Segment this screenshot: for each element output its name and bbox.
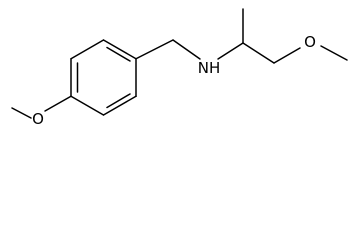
bond-n-to-ch — [217, 42, 244, 60]
ring-bond-4 — [102, 95, 137, 116]
chemical-structure: O NH O — [11, 8, 348, 128]
ring-double-bond-inner-3 — [106, 46, 131, 62]
bond-ch-to-ch2 — [242, 42, 275, 64]
bond-ring-to-benzyl-ch2 — [135, 39, 174, 60]
benzene-ring — [70, 39, 137, 116]
ring-oxygen-label: O — [32, 110, 44, 128]
nitrogen-label: NH — [198, 59, 221, 77]
bond-ring-to-methoxy-o — [44, 95, 72, 112]
bond-methoxy-o-to-methyl — [11, 107, 32, 119]
bond-ch2-to-chain-o — [273, 47, 301, 64]
bond-benzyl-ch2-to-n — [172, 39, 201, 60]
ring-bond-1 — [70, 39, 105, 60]
ring-bond-6 — [102, 39, 137, 60]
bond-chain-o-to-methyl — [320, 45, 348, 61]
chain-oxygen-label: O — [304, 33, 316, 51]
ring-bond-3 — [70, 95, 105, 116]
ring-double-bond-inner-2 — [106, 93, 131, 109]
